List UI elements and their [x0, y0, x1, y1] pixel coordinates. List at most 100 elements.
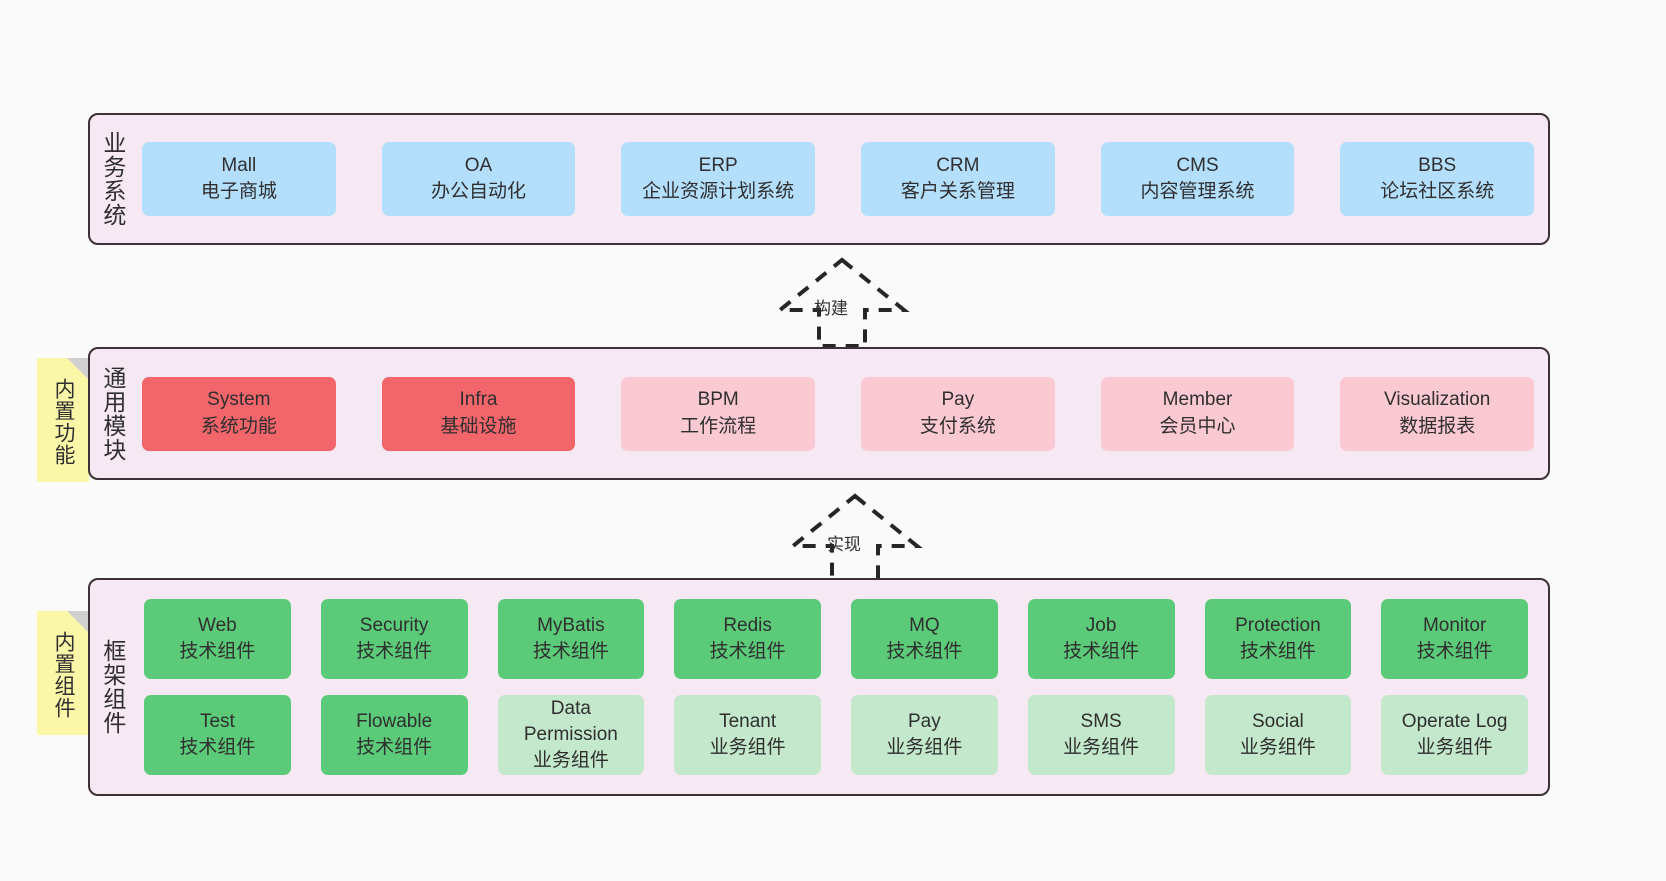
sticky-note-label: 内置功能 — [51, 378, 75, 466]
layer-common-modules-title: 通用模块 — [99, 365, 126, 462]
module-card-member[interactable]: Member 会员中心 — [1100, 376, 1295, 451]
connector-label-implement: 实现 — [827, 535, 861, 554]
component-card-sms[interactable]: SMS 业务组件 — [1027, 695, 1175, 775]
generalization-arrow-build: 构建 — [752, 252, 932, 352]
card-desc: 业务组件 — [709, 737, 786, 758]
card-name: Operate Log — [1401, 710, 1508, 732]
sticky-note-label: 内置组件 — [51, 631, 75, 719]
sticky-note-builtin-features: 内置功能 — [37, 358, 89, 482]
card-name: Monitor — [1422, 614, 1487, 636]
layer-common-modules-body: System 系统功能 Infra 基础设施 BPM 工作流程 Pay 支付系统… — [134, 349, 1548, 478]
module-card-oa[interactable]: OA 办公自动化 — [381, 142, 576, 216]
module-card-infra[interactable]: Infra 基础设施 — [381, 376, 576, 451]
module-card-pay[interactable]: Pay 支付系统 — [861, 376, 1055, 451]
module-card-crm[interactable]: CRM 客户关系管理 — [861, 142, 1055, 216]
card-desc: 业务组件 — [886, 737, 963, 758]
card-name: Web — [198, 614, 237, 636]
layer-framework-components-body: Web 技术组件 Security 技术组件 MyBatis 技术组件 Redi… — [134, 580, 1548, 794]
card-name: Test — [199, 710, 235, 732]
card-name: Pay — [908, 710, 941, 732]
card-desc: 支付系统 — [919, 415, 996, 437]
module-card-bbs[interactable]: BBS 论坛社区系统 — [1340, 142, 1535, 216]
card-desc: 业务组件 — [1063, 737, 1140, 758]
module-card-visualization[interactable]: Visualization 数据报表 — [1340, 376, 1535, 451]
sticky-note-builtin-components: 内置组件 — [37, 611, 89, 735]
module-card-bpm[interactable]: BPM 工作流程 — [621, 376, 816, 451]
framework-business-components-row: Test 技术组件 Flowable 技术组件 Data Permission … — [134, 695, 1548, 775]
component-card-mq[interactable]: MQ 技术组件 — [851, 599, 998, 679]
card-name: Job — [1085, 614, 1117, 636]
card-desc: 业务组件 — [532, 750, 609, 772]
component-card-protection[interactable]: Protection 技术组件 — [1204, 599, 1352, 679]
card-desc: 企业资源计划系统 — [642, 181, 795, 202]
card-desc: 数据报表 — [1399, 415, 1476, 437]
layer-common-modules: 通用模块 System 系统功能 Infra 基础设施 BPM 工作流程 Pay… — [88, 347, 1550, 480]
common-modules-row: System 系统功能 Infra 基础设施 BPM 工作流程 Pay 支付系统… — [134, 376, 1548, 451]
card-desc: 会员中心 — [1159, 415, 1236, 437]
card-desc: 客户关系管理 — [900, 181, 1015, 202]
module-card-erp[interactable]: ERP 企业资源计划系统 — [621, 142, 816, 216]
layer-framework-components: 框架组件 Web 技术组件 Security 技术组件 MyBatis 技术组件… — [88, 578, 1550, 796]
component-card-monitor[interactable]: Monitor 技术组件 — [1381, 599, 1528, 679]
component-card-pay[interactable]: Pay 业务组件 — [851, 695, 998, 775]
card-name: BPM — [697, 389, 739, 411]
card-name: CRM — [936, 154, 980, 176]
component-card-mybatis[interactable]: MyBatis 技术组件 — [497, 599, 645, 679]
layer-business-systems-body: Mall 电子商城 OA 办公自动化 ERP 企业资源计划系统 CRM 客户关系… — [134, 115, 1548, 243]
card-desc: 技术组件 — [1063, 641, 1140, 662]
card-desc: 技术组件 — [709, 641, 786, 662]
component-card-security[interactable]: Security 技术组件 — [320, 599, 468, 679]
component-card-social[interactable]: Social 业务组件 — [1204, 695, 1352, 775]
framework-tech-components-row: Web 技术组件 Security 技术组件 MyBatis 技术组件 Redi… — [134, 599, 1548, 679]
component-card-web[interactable]: Web 技术组件 — [144, 599, 291, 679]
card-desc: 业务组件 — [1416, 737, 1493, 758]
card-name: Visualization — [1384, 389, 1491, 411]
card-desc: 技术组件 — [1416, 641, 1493, 662]
card-desc: 电子商城 — [200, 181, 277, 202]
card-desc: 技术组件 — [356, 737, 433, 758]
card-desc: 技术组件 — [886, 641, 963, 662]
layer-framework-components-title: 框架组件 — [99, 639, 126, 735]
card-name: Protection — [1235, 614, 1321, 636]
card-desc: 技术组件 — [532, 641, 609, 662]
card-desc: 技术组件 — [356, 641, 433, 662]
card-name: MyBatis — [537, 614, 605, 636]
card-name: ERP — [698, 154, 738, 176]
card-name: Mall — [221, 154, 257, 176]
card-desc: 技术组件 — [1239, 641, 1316, 662]
connector-label-build: 构建 — [814, 299, 848, 318]
layer-business-systems: 业务系统 Mall 电子商城 OA 办公自动化 ERP 企业资源计划系统 CRM… — [88, 113, 1550, 245]
card-name: System — [207, 389, 271, 411]
card-name: SMS — [1080, 710, 1122, 732]
card-name: Data Permission — [523, 697, 618, 745]
card-name: Pay — [941, 389, 975, 411]
card-desc: 办公自动化 — [431, 181, 527, 202]
card-desc: 内容管理系统 — [1140, 181, 1255, 202]
component-card-flowable[interactable]: Flowable 技术组件 — [320, 695, 468, 775]
card-name: BBS — [1418, 154, 1457, 176]
card-name: CMS — [1176, 154, 1219, 176]
card-name: Tenant — [719, 710, 777, 732]
card-desc: 技术组件 — [179, 641, 256, 662]
business-systems-row: Mall 电子商城 OA 办公自动化 ERP 企业资源计划系统 CRM 客户关系… — [134, 142, 1548, 216]
module-card-system[interactable]: System 系统功能 — [142, 376, 336, 451]
generalization-arrow-implement: 实现 — [765, 488, 945, 588]
card-name: OA — [464, 154, 493, 176]
component-card-tenant[interactable]: Tenant 业务组件 — [674, 695, 821, 775]
card-name: Social — [1252, 710, 1304, 732]
component-card-data-permission[interactable]: Data Permission 业务组件 — [497, 695, 645, 775]
card-desc: 论坛社区系统 — [1380, 181, 1495, 202]
card-desc: 业务组件 — [1239, 737, 1316, 758]
card-name: Infra — [459, 389, 498, 411]
component-card-job[interactable]: Job 技术组件 — [1027, 599, 1175, 679]
card-name: MQ — [909, 614, 940, 636]
card-name: Redis — [723, 614, 772, 636]
module-card-mall[interactable]: Mall 电子商城 — [142, 142, 336, 216]
module-card-cms[interactable]: CMS 内容管理系统 — [1100, 142, 1295, 216]
card-desc: 工作流程 — [680, 415, 757, 437]
component-card-test[interactable]: Test 技术组件 — [144, 695, 291, 775]
card-name: Member — [1162, 389, 1233, 411]
component-card-redis[interactable]: Redis 技术组件 — [674, 599, 821, 679]
component-card-operate-log[interactable]: Operate Log 业务组件 — [1381, 695, 1528, 775]
card-desc: 基础设施 — [440, 415, 517, 437]
